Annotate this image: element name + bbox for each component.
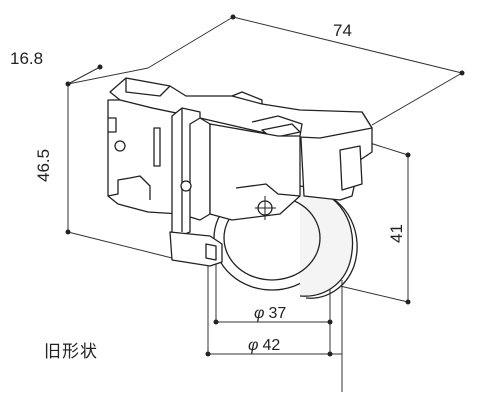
side-body (209, 123, 301, 221)
dim-depth-label: 16.8 (10, 49, 43, 68)
screw-hole (180, 180, 192, 192)
caption: 旧形状 (44, 342, 98, 362)
mounting-hole (114, 140, 126, 152)
diameter-inner-value: 37 (268, 305, 286, 322)
diameter-symbol: φ (248, 337, 258, 354)
dim-length-label: 74 (333, 21, 352, 40)
diameter-outer-value: 42 (262, 337, 280, 354)
diameter-symbol: φ (254, 305, 264, 322)
dim-height-label: 46.5 (34, 149, 53, 182)
slot (153, 127, 161, 167)
dimension-dots (65, 14, 465, 357)
roller-part (107, 77, 373, 299)
dim-wheel-height-label: 41 (387, 224, 406, 243)
